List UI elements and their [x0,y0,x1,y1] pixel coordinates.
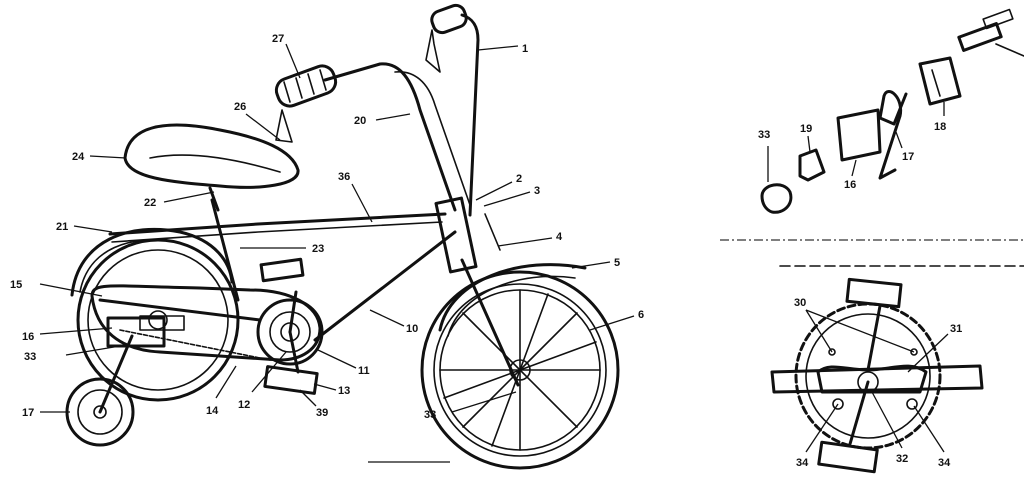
inset-callout-16: 16 [844,179,856,191]
callout-17: 17 [22,407,34,419]
callout-20: 20 [354,115,366,127]
callout-5: 5 [614,257,620,269]
bracket-mount-plate [836,108,882,162]
bottom-bracket-tube [770,364,984,394]
axle-nut-assembly [957,8,1024,57]
callout-4: 4 [556,231,563,243]
callout-13: 13 [338,385,350,397]
inset-callout-33: 33 [758,129,770,141]
callout-33-rear: 33 [24,351,36,363]
pedal-upper [845,277,903,309]
inset-callout-34-right: 34 [938,457,951,469]
training-wheel-bracket-inset: 33 19 16 17 18 [758,8,1024,214]
crankset [256,257,324,395]
inset-callout-18: 18 [934,121,946,133]
callout-24: 24 [72,151,85,163]
callout-6: 6 [638,309,644,321]
callout-21: 21 [56,221,68,233]
rear-wheel [76,238,240,402]
crank-arm-lower [848,380,870,446]
callout-16: 16 [22,331,34,343]
callout-27: 27 [272,33,284,45]
chainwheel-inset: 30 31 34 32 34 [770,277,984,474]
callout-12: 12 [238,399,250,411]
callout-26: 26 [234,101,246,113]
bicycle-illustration [65,3,620,470]
inset-callout-31: 31 [950,323,962,335]
inset-callout-34-left: 34 [796,457,809,469]
callout-15: 15 [10,279,22,291]
inset-callout-19: 19 [800,123,812,135]
crank-plate [816,364,928,394]
saddle [123,123,300,212]
chain [119,329,271,361]
callout-22: 22 [144,197,156,209]
main-callouts: 1 2 3 4 5 6 10 11 12 13 14 15 16 17 20 2… [10,33,644,463]
inset-callout-17: 17 [902,151,914,163]
callout-3: 3 [534,185,540,197]
frame [98,198,457,342]
callout-14: 14 [206,405,219,417]
callout-36: 36 [338,171,350,183]
callout-23: 23 [312,243,324,255]
inset-callout-30: 30 [794,297,806,309]
callout-10: 10 [406,323,418,335]
wheel-cap [760,183,793,214]
callout-11: 11 [358,365,370,377]
crank-arm-upper [866,304,882,372]
callout-39: 39 [316,407,328,419]
bracket-plate [918,56,962,106]
callout-2: 2 [516,173,522,185]
front-fender [438,263,587,332]
spacer-block [798,148,826,182]
bracket-arm [878,90,908,180]
fork [434,196,520,387]
callout-1: 1 [522,43,528,55]
inset-callout-32: 32 [896,453,908,465]
front-wheel [420,270,620,470]
pedal-lower [817,440,879,474]
callout-33-front: 33 [424,409,436,421]
handlebar [274,3,480,217]
